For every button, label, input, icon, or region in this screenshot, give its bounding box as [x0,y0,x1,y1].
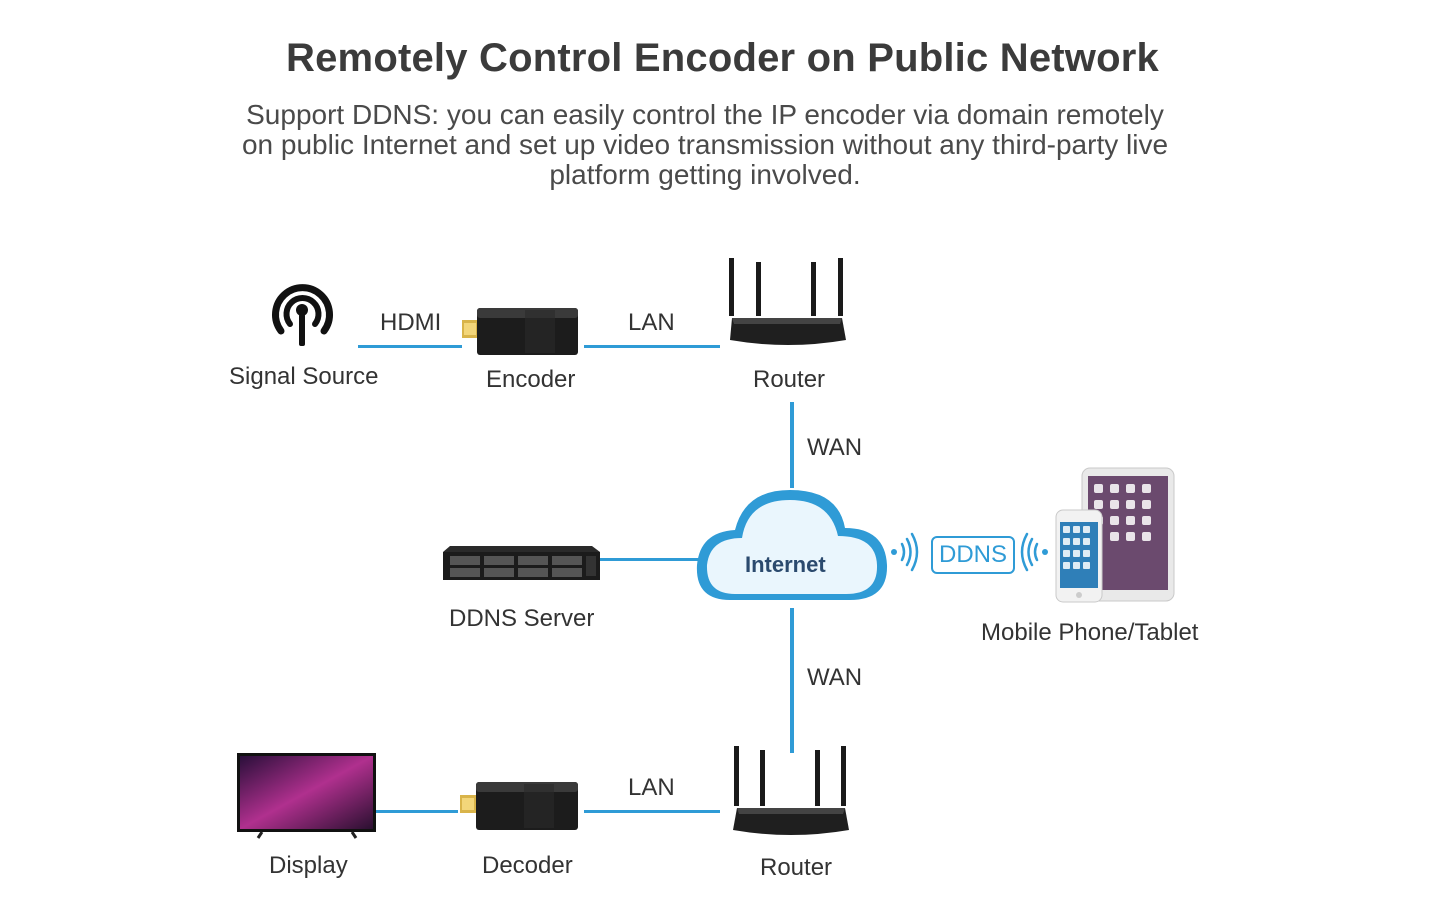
encoder-label: Encoder [486,366,576,393]
hdmi-link-line [358,345,462,348]
ddns-server-link-line [598,558,700,561]
diagram-title: Remotely Control Encoder on Public Netwo… [286,36,1159,80]
lan-top-link-label: LAN [628,309,675,336]
subtitle-line-3: platform getting involved. [549,159,861,190]
display-label: Display [269,852,348,879]
phone-icon [1055,509,1103,603]
signal-source-label: Signal Source [229,363,379,390]
wan-bottom-link-line [790,608,794,753]
router-top-label: Router [753,366,826,393]
subtitle-line-2: on public Internet and set up video tran… [241,129,1169,160]
ddns-wave-left-icon [891,532,919,572]
ddns-server-label: DDNS Server [449,605,595,632]
ddns-wave-right-icon [1020,532,1048,572]
encoder-device-icon [462,308,578,355]
decoder-device-icon [460,782,578,830]
internet-label: Internet [745,552,826,577]
display-link-line [376,810,458,813]
mobile-label: Mobile Phone/Tablet [981,619,1199,646]
lan-bottom-link-line [584,810,720,813]
router-top-icon [729,258,846,345]
lan-bottom-link-label: LAN [628,774,675,801]
ddns-badge: DDNS [931,536,1015,574]
diagram-subtitle: Support DDNS: you can easily control the… [210,100,1200,190]
signal-source-icon [272,284,333,346]
ddns-server-icon [443,546,600,580]
decoder-label: Decoder [482,852,573,879]
wan-bottom-link-label: WAN [807,664,863,691]
lan-top-link-line [584,345,720,348]
display-icon [237,753,376,839]
wan-top-link-line [790,402,794,488]
router-bottom-icon [733,746,849,835]
hdmi-link-label: HDMI [380,309,442,336]
router-bottom-label: Router [760,854,833,881]
wan-top-link-label: WAN [807,434,863,461]
internet-cloud-icon [696,490,888,600]
subtitle-line-1: Support DDNS: you can easily control the… [246,99,1164,130]
